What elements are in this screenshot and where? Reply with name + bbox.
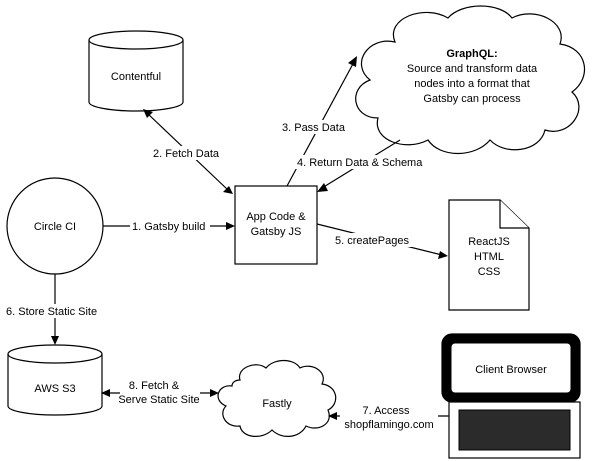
edge-gatsby-build: 1. Gatsby build xyxy=(103,219,235,233)
graphql-line-2: nodes into a format that xyxy=(414,78,530,90)
access-line-1: 7. Access xyxy=(362,405,410,417)
graphql-line-3: Gatsby can process xyxy=(423,93,521,105)
fetch-data-label: 2. Fetch Data xyxy=(153,148,220,160)
store-static-label: 6. Store Static Site xyxy=(6,306,97,318)
pass-data-label: 3. Pass Data xyxy=(282,122,346,134)
fastly-label: Fastly xyxy=(262,398,292,410)
output-document-node: ReactJS HTML CSS xyxy=(448,199,530,311)
access-line-2: shopflamingo.com xyxy=(344,419,433,431)
edge-create-pages: 5. createPages xyxy=(316,223,448,259)
app-code-line-2: Gatsby JS xyxy=(251,226,302,238)
contentful-label: Contentful xyxy=(111,71,161,83)
contentful-node: Contentful xyxy=(88,30,184,112)
output-line-1: ReactJS xyxy=(468,236,510,248)
app-code-line-1: App Code & xyxy=(246,211,306,223)
gatsby-build-label: 1. Gatsby build xyxy=(132,221,205,233)
graphql-line-1: Source and transform data xyxy=(407,63,538,75)
edge-fetch-serve: 8. Fetch & Serve Static Site xyxy=(101,378,219,408)
edge-fetch-data: 2. Fetch Data xyxy=(143,109,233,194)
output-line-3: CSS xyxy=(478,266,501,278)
aws-s3-node: AWS S3 xyxy=(7,344,103,416)
return-data-label: 4. Return Data & Schema xyxy=(297,157,423,169)
client-browser-node: Client Browser xyxy=(441,333,581,459)
circle-ci-label: Circle CI xyxy=(34,221,76,233)
keyboard-pad xyxy=(458,409,571,451)
edge-return-data: 4. Return Data & Schema xyxy=(295,139,437,192)
output-line-2: HTML xyxy=(474,251,504,263)
fetch-serve-line-2: Serve Static Site xyxy=(118,394,199,406)
fetch-serve-line-1: 8. Fetch & xyxy=(129,380,180,392)
monitor-screen xyxy=(450,342,572,394)
aws-s3-label: AWS S3 xyxy=(34,383,75,395)
client-browser-label: Client Browser xyxy=(475,364,547,376)
app-code-node: App Code & Gatsby JS xyxy=(234,185,318,265)
fastly-cloud-node: Fastly xyxy=(217,359,337,437)
edge-store-static: 6. Store Static Site xyxy=(4,274,126,345)
create-pages-label: 5. createPages xyxy=(335,235,409,247)
edge-access: 7. Access shopflamingo.com xyxy=(328,404,449,434)
graphql-title: GraphQL: xyxy=(446,48,497,60)
graphql-cloud-node: GraphQL: Source and transform data nodes… xyxy=(355,5,586,154)
circle-ci-node: Circle CI xyxy=(6,177,104,275)
